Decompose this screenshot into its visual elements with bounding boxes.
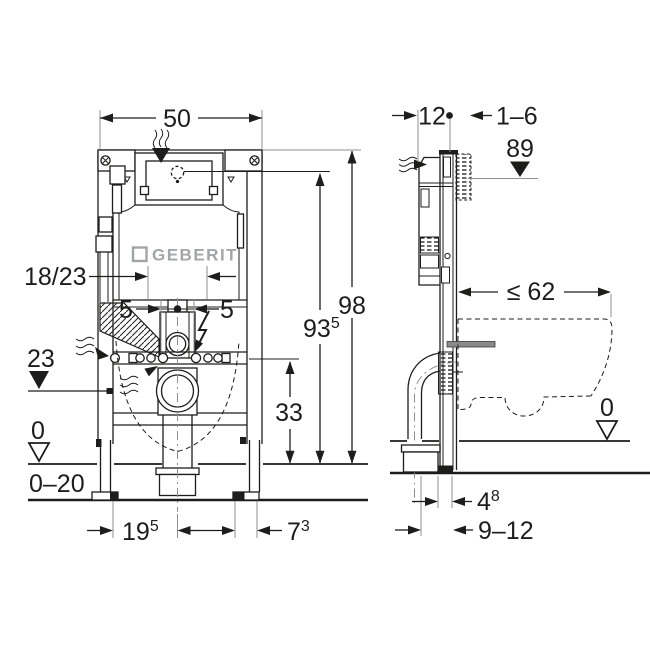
front-view: GEBERIT — [24, 105, 368, 546]
level-marker-open-icon — [595, 420, 619, 441]
dim-frame-depth-label: 12 — [418, 103, 446, 131]
dim-wall-finish: 1–6 — [470, 103, 538, 131]
frame-leg — [232, 437, 261, 501]
level-marker-floor-side: 0 — [595, 394, 619, 441]
sound-insulation-icon — [75, 336, 109, 360]
dim-bottom-row-front: 195 73 — [87, 501, 310, 546]
dim-offset-left-label: 5 — [119, 296, 133, 324]
flush-valve-side — [420, 236, 439, 254]
dim-frame-width-label: 50 — [163, 105, 191, 133]
dim-supply-height-label: 18/23 — [24, 263, 87, 291]
centerline — [414, 361, 457, 503]
drain-elbow-side — [400, 351, 463, 503]
sound-insulation-icon — [119, 366, 158, 395]
fixing-rod — [446, 341, 496, 348]
brand-name: GEBERIT — [152, 246, 238, 265]
dim-fixing-height: 33 — [249, 358, 303, 464]
level-floor-side-label: 0 — [600, 394, 614, 422]
actuator-plate-zone — [455, 153, 472, 201]
frame-leg — [91, 439, 119, 501]
dim-supply-height: 18/23 — [24, 263, 236, 299]
level-marker-floor-front: 0 — [27, 417, 51, 463]
dim-fixing-height-label: 33 — [275, 399, 303, 427]
dim-drain-offset-label: 195 — [122, 518, 159, 546]
actuator-reference-circle — [170, 165, 185, 180]
filling-hose — [236, 213, 245, 249]
level-marker-drain: 23 — [27, 345, 112, 392]
dim-wall-finish-label: 1–6 — [496, 103, 538, 131]
frame-rail-side — [438, 150, 458, 473]
dimension-dot — [446, 112, 453, 119]
dim-offset-right-label: 5 — [220, 296, 234, 324]
level-actuator-label: 89 — [506, 135, 534, 163]
wc-pan-outline-front — [115, 340, 240, 453]
drain-assembly-front — [155, 298, 200, 512]
access-opening-panel — [145, 160, 213, 201]
dim-frame-height-label: 98 — [338, 292, 366, 320]
level-marker-actuator: 89 — [468, 135, 538, 179]
level-marker-filled-icon — [510, 161, 530, 177]
dim-frame-height: 98 — [263, 149, 366, 464]
dim-total-depth-label: 9–12 — [478, 517, 534, 545]
dim-center-offsets: 5 5 — [119, 296, 234, 351]
dim-pan-depth: ≤ 62 — [458, 278, 612, 317]
cistern-side — [418, 156, 453, 286]
level-marker-open-icon — [27, 442, 51, 463]
wc-pan-outline-side — [457, 318, 613, 417]
level-marker-filled-icon — [29, 371, 49, 389]
sound-insulation-icon — [152, 128, 170, 163]
level-floor-front-label: 0 — [31, 417, 45, 445]
level-drain-label: 23 — [27, 345, 55, 373]
cistern-box: GEBERIT — [95, 152, 247, 308]
dim-frame-width: 50 — [99, 105, 263, 149]
water-supply-fitting — [95, 165, 126, 302]
fixing-holes — [109, 352, 223, 364]
drain-socket-side — [438, 351, 453, 395]
flush-bend-hatched — [99, 302, 160, 358]
dim-foot-width-label: 73 — [287, 518, 310, 546]
dim-pan-depth-label: ≤ 62 — [507, 278, 555, 306]
dim-actuator-height: 935 — [184, 171, 340, 464]
sound-insulation-icon — [398, 156, 427, 173]
dim-profile-depth-label: 48 — [477, 488, 500, 516]
dim-bottom-row-side: 48 9–12 — [395, 476, 534, 545]
floor-buildup-label: 0–20 — [29, 470, 85, 498]
floor-lines-side — [390, 440, 650, 475]
lightning-icon — [194, 310, 210, 353]
mounting-frame — [91, 149, 263, 501]
dim-frame-depth: 12 — [392, 103, 453, 162]
floor-lines-front — [28, 463, 368, 502]
geberit-logo: GEBERIT — [131, 246, 238, 265]
dim-actuator-height-label: 935 — [303, 315, 340, 343]
side-view: 12 1–6 89 ≤ 62 0 — [390, 103, 650, 545]
